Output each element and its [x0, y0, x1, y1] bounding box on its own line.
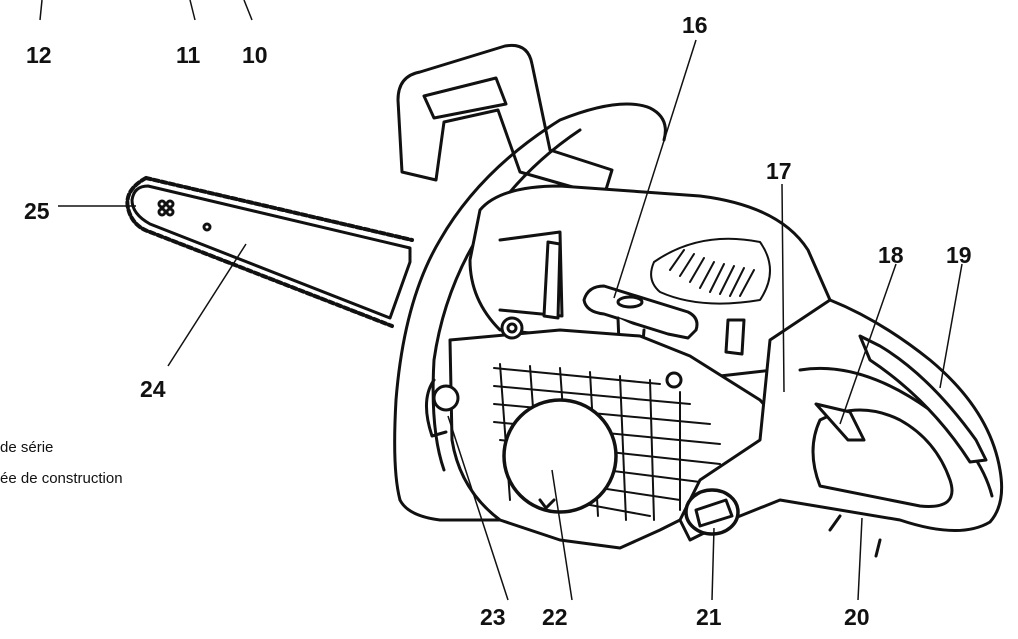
top-handle: [396, 43, 614, 198]
label-24: 24: [140, 376, 166, 402]
legend-line-1: de série: [0, 439, 54, 456]
leader-20: [857, 517, 863, 601]
label-12: 12: [26, 42, 52, 68]
label-17: 17: [766, 158, 792, 184]
label-10: 10: [242, 42, 268, 68]
recoil-cap: [502, 398, 618, 514]
leader-17: [781, 183, 785, 393]
label-20: 20: [844, 604, 870, 630]
chain-tensioner: [432, 384, 460, 412]
label-23: 23: [480, 604, 506, 630]
label-11: 11: [176, 42, 201, 68]
leader-23: [447, 415, 509, 601]
starter-handle: [582, 284, 699, 340]
label-21: 21: [696, 604, 722, 630]
label-19: 19: [946, 242, 972, 268]
leader-24: [167, 243, 247, 367]
label-16: 16: [682, 12, 708, 38]
leader-16: [613, 39, 697, 299]
leader-18: [839, 263, 897, 425]
legend-line-2: ée de construction: [0, 470, 123, 487]
throttle-lockout: [858, 334, 988, 464]
label-22: 22: [542, 604, 568, 630]
saw-chain: [125, 176, 414, 328]
label-18: 18: [878, 242, 904, 268]
leader-19: [939, 263, 963, 389]
leader-21: [711, 527, 715, 601]
leader-lines: [39, 0, 963, 601]
label-25: 25: [24, 198, 50, 224]
bar-nose-holes: [157, 199, 167, 209]
leader-22: [551, 469, 573, 601]
guide-bar: [130, 184, 412, 320]
cover-vents: [650, 237, 771, 305]
bar-hole: [202, 222, 212, 232]
front-hand-guard: [393, 102, 667, 502]
front-bolt: [500, 316, 524, 340]
